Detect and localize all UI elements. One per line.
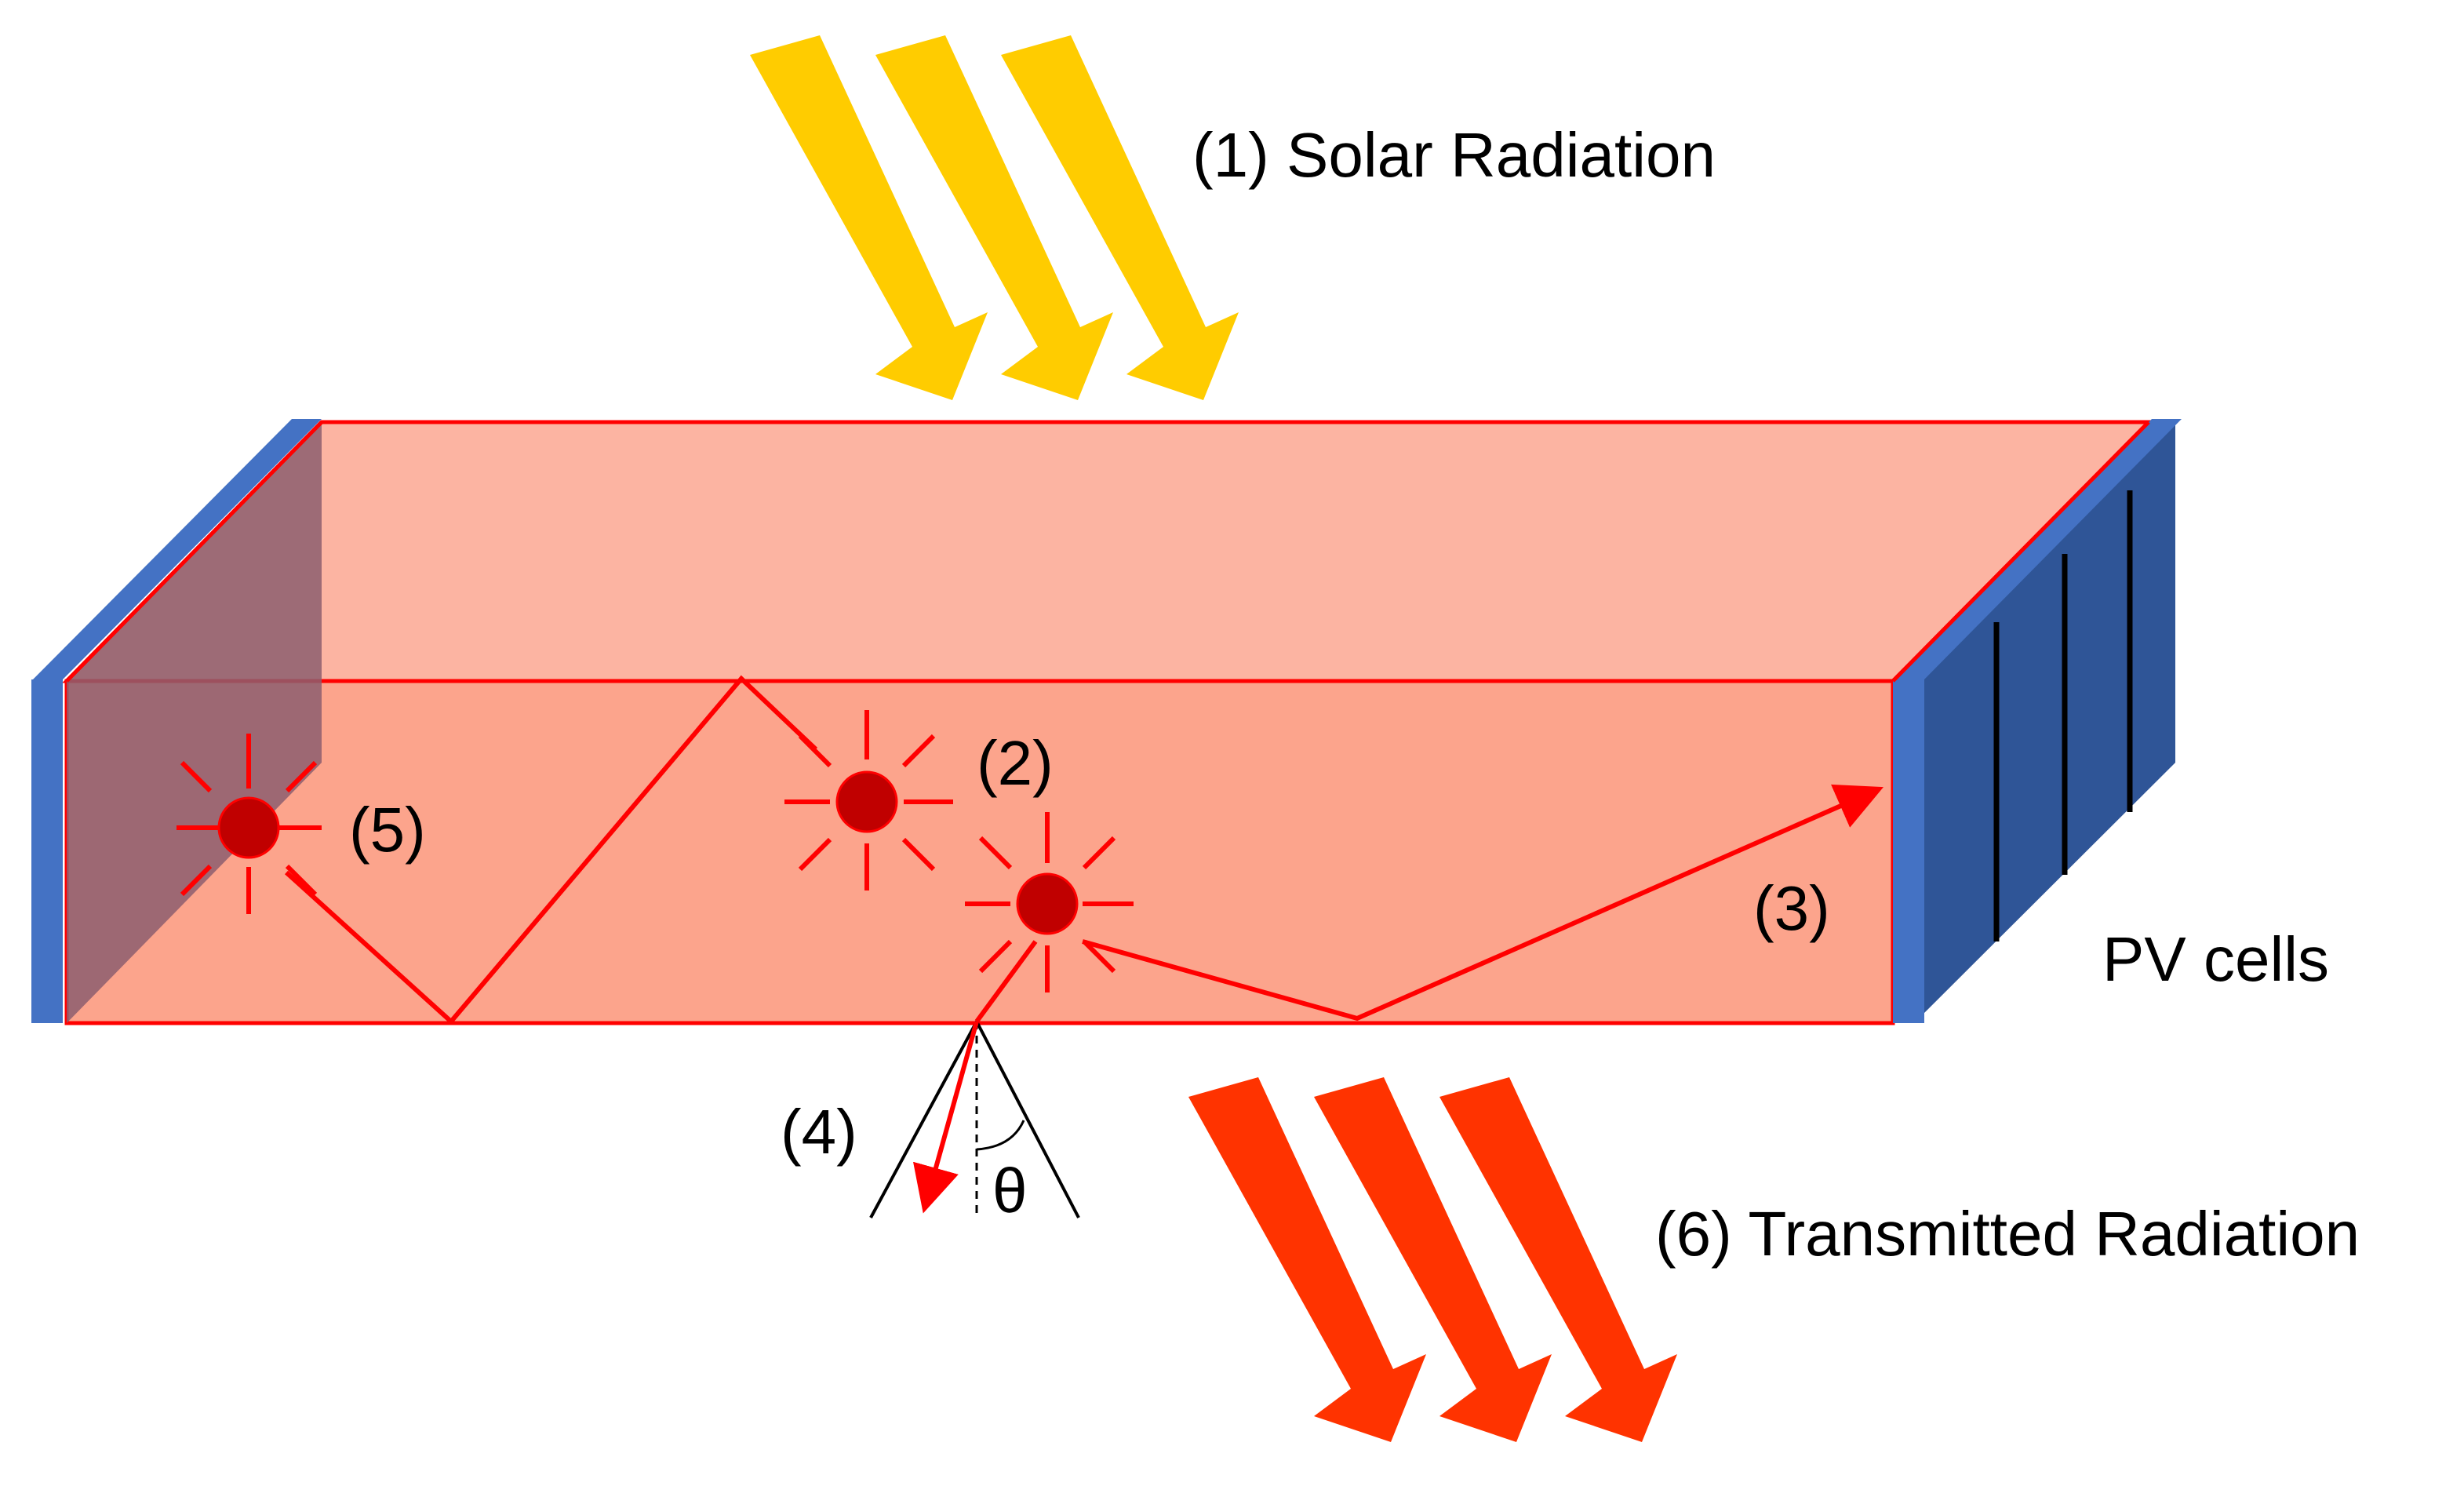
escaping-ray-outside xyxy=(913,1021,979,1214)
pv-front-edge xyxy=(1893,679,1924,1023)
escape-cone xyxy=(869,940,1080,1218)
escape-cone-label: (4) xyxy=(781,1097,857,1167)
escape-cone-left-edge xyxy=(869,1021,978,1218)
solar-arrow-3 xyxy=(1001,35,1239,400)
left-end-shadow xyxy=(67,422,322,1023)
left-mirror-top-edge xyxy=(31,419,322,681)
transmitted-arrow-1 xyxy=(1188,1077,1426,1442)
guided-light-label: (3) xyxy=(1753,873,1830,943)
escaping-ray-inside xyxy=(974,940,1038,1023)
pv-side-panel xyxy=(1914,419,2175,1023)
emission-label: (2) xyxy=(977,728,1054,798)
solar-arrow-1 xyxy=(750,35,988,400)
reabsorption-label: (5) xyxy=(349,795,426,865)
pv-top-edge-line xyxy=(1891,421,2150,683)
solar-radiation-label: (1) Solar Radiation xyxy=(1192,120,1716,190)
transmitted-radiation-arrows xyxy=(1188,1077,1677,1442)
slab-top-face xyxy=(62,420,2153,683)
left-mirror-edge-line xyxy=(65,421,323,683)
dye-molecule-2-dot xyxy=(835,770,898,833)
solar-radiation-arrows xyxy=(750,35,1239,400)
dye-molecule-main-dot xyxy=(1016,872,1079,935)
escape-cone-right-edge xyxy=(975,1021,1080,1218)
dye-molecule-2 xyxy=(784,710,953,891)
dye-molecule-5 xyxy=(177,734,322,914)
dye-molecule-main xyxy=(965,812,1134,992)
transmitted-arrow-2 xyxy=(1314,1077,1552,1442)
pv-top-edge xyxy=(1893,419,2182,681)
transmitted-radiation-label: (6) Transmitted Radiation xyxy=(1655,1199,2360,1269)
left-mirror-front xyxy=(31,679,63,1023)
theta-label: θ xyxy=(992,1156,1028,1226)
solar-arrow-2 xyxy=(875,35,1113,400)
transmitted-arrow-3 xyxy=(1439,1077,1677,1442)
guided-ray-path-left xyxy=(284,675,818,1025)
guided-ray-path-right xyxy=(1082,784,1883,1022)
theta-arc xyxy=(976,1120,1025,1151)
dye-molecule-5-dot xyxy=(217,796,280,859)
pv-cells-label: PV cells xyxy=(2102,924,2329,994)
